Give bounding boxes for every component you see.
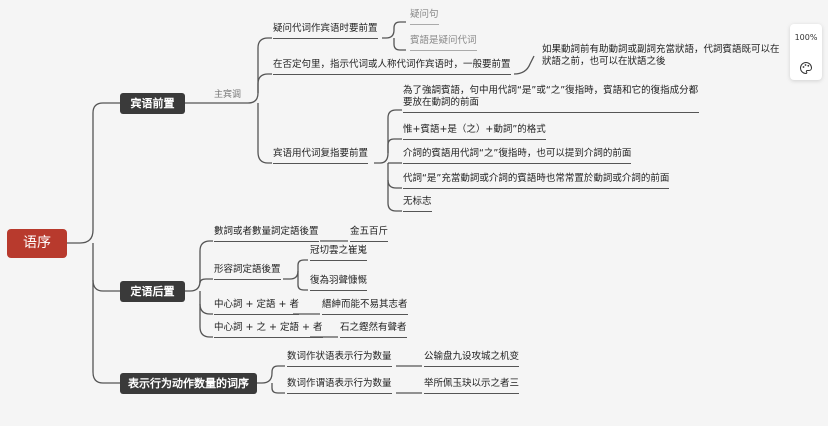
node-a3-child-5[interactable]: 无标志 <box>403 196 432 212</box>
node-c2-child[interactable]: 举所佩玉玦以示之者三 <box>424 378 520 394</box>
node-b2-child-2[interactable]: 復為羽聲慷慨 <box>310 275 368 291</box>
palette-icon[interactable] <box>799 61 813 75</box>
zoom-level[interactable]: 100% <box>794 33 818 42</box>
node-b2-child-1[interactable]: 冠切雲之崔嵬 <box>310 245 368 261</box>
node-a1[interactable]: 疑问代词作宾语时要前置 <box>273 23 378 39</box>
node-b3-child[interactable]: 縉紳而能不易其志者 <box>322 299 408 315</box>
node-a3-child-1[interactable]: 為了強調賓語，句中用代詞“是”或“之”復指時，賓語和它的復指成分都要放在動詞的前… <box>403 85 699 113</box>
node-c1-child[interactable]: 公输盘九设攻城之机变 <box>424 351 520 367</box>
main-node-object-fronting[interactable]: 宾语前置 <box>120 93 185 114</box>
node-a3-child-2[interactable]: 惟+賓語+是（之）+動詞”的格式 <box>403 124 546 140</box>
branch-label: 主宾调 <box>214 90 242 100</box>
node-b3[interactable]: 中心詞 + 定語 + 者 <box>214 299 299 315</box>
node-a3-child-4[interactable]: 代詞“是”充當動詞或介詞的賓語時也常常置於動詞或介詞的前面 <box>403 173 670 189</box>
node-a1-child-1[interactable]: 疑问句 <box>410 9 439 25</box>
node-a2-note[interactable]: 如果動詞前有助動詞或副詞充當狀語，代詞賓語既可以在狀語之前，也可以在狀語之後 <box>542 44 780 67</box>
root-node[interactable]: 语序 <box>7 229 67 258</box>
zoom-panel: 100% <box>790 24 822 80</box>
node-a3[interactable]: 宾语用代词复指要前置 <box>273 148 369 164</box>
node-a3-child-3[interactable]: 介詞的賓語用代詞“之”復指時，也可以提到介詞的前面 <box>403 148 632 164</box>
main-node-action-count-order[interactable]: 表示行为动作数量的词序 <box>120 373 257 394</box>
node-b2[interactable]: 形容詞定語後置 <box>214 264 281 280</box>
node-a1-child-2[interactable]: 賓語是疑问代词 <box>410 35 477 51</box>
main-node-attributive-postposition[interactable]: 定语后置 <box>120 281 185 302</box>
node-b1[interactable]: 數詞或者數量詞定語後置 <box>214 226 319 242</box>
node-a2[interactable]: 在否定句里，指示代词或人称代词作宾语时，一般要前置 <box>273 59 511 75</box>
node-b4-child[interactable]: 石之鏗然有聲者 <box>340 322 407 338</box>
node-c2[interactable]: 数词作谓语表示行为数量 <box>287 378 392 394</box>
node-c1[interactable]: 数词作状语表示行为数量 <box>287 351 392 367</box>
node-b4[interactable]: 中心詞 + 之 + 定語 + 者 <box>214 322 323 338</box>
node-b1-child[interactable]: 金五百斤 <box>350 226 389 242</box>
